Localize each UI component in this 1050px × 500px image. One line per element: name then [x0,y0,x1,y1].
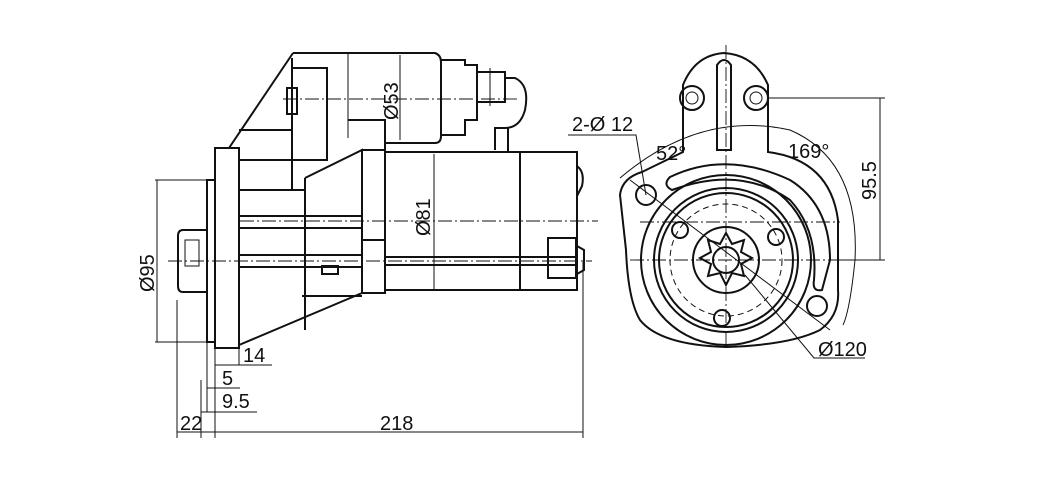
screw-2 [767,228,785,246]
dim-solenoid-dia: Ø53 [381,82,403,120]
ear-bolt-right-inner [749,91,763,105]
dim-holes: 2-Ø 12 [572,114,633,136]
dim-extension-lines [176,262,584,438]
solenoid-cap [441,59,478,136]
dim-body-dia: Ø81 [413,198,435,236]
screw-3 [713,309,731,327]
dim-height: 95.5 [859,161,881,200]
ear-bolt-left-inner [685,91,699,105]
mount-hole-1 [635,184,657,206]
shaft-lines [239,215,362,297]
hole-axis-line [629,179,831,331]
side-view: Ø53 Ø81 Ø95 14 5 9.5 22 218 [137,52,598,438]
dim-flange-thickness: 14 [243,345,265,367]
ear-bolt-right [743,85,769,111]
dim-holes-leader [568,134,647,196]
top-rib [716,59,732,151]
front-view: 2-Ø 12 52° 169° 95.5 Ø120 [568,45,885,361]
shaft-key [321,265,339,275]
bracket-frame [239,58,328,191]
dim-pilot-depth: 9.5 [222,391,250,413]
dim-horizontal-lines [177,364,583,433]
ear-bolt-left [679,85,705,111]
nose-cone [238,148,363,346]
dim-pilot-lines [155,179,207,343]
dim-angle-small: 52° [656,143,686,165]
dim-height-lines [768,97,885,261]
dim-pilot-dia: Ø95 [137,254,159,292]
angle-arc [619,124,856,326]
dim-bolt-circle: Ø120 [818,339,867,361]
front-housing [361,149,386,294]
flange-outline [618,51,840,349]
pinion-teeth [697,230,755,288]
mount-hole-2 [806,295,828,317]
terminal-nut [476,71,506,103]
dim-pilot-step: 5 [222,368,233,390]
slot-arc [665,163,832,292]
bracket-diagonal [228,52,294,149]
pinion-key [184,239,200,267]
dim-overall-length: 218 [380,413,413,435]
end-bolts [576,165,585,275]
dim-bolt-circle-leader [744,274,865,359]
solenoid-step [348,119,386,143]
screw-1 [671,221,689,239]
mounting-flange [214,147,240,349]
terminal-cable [494,77,528,150]
dim-angle-large: 169° [788,141,829,163]
dim-pinion-length: 22 [180,413,202,435]
